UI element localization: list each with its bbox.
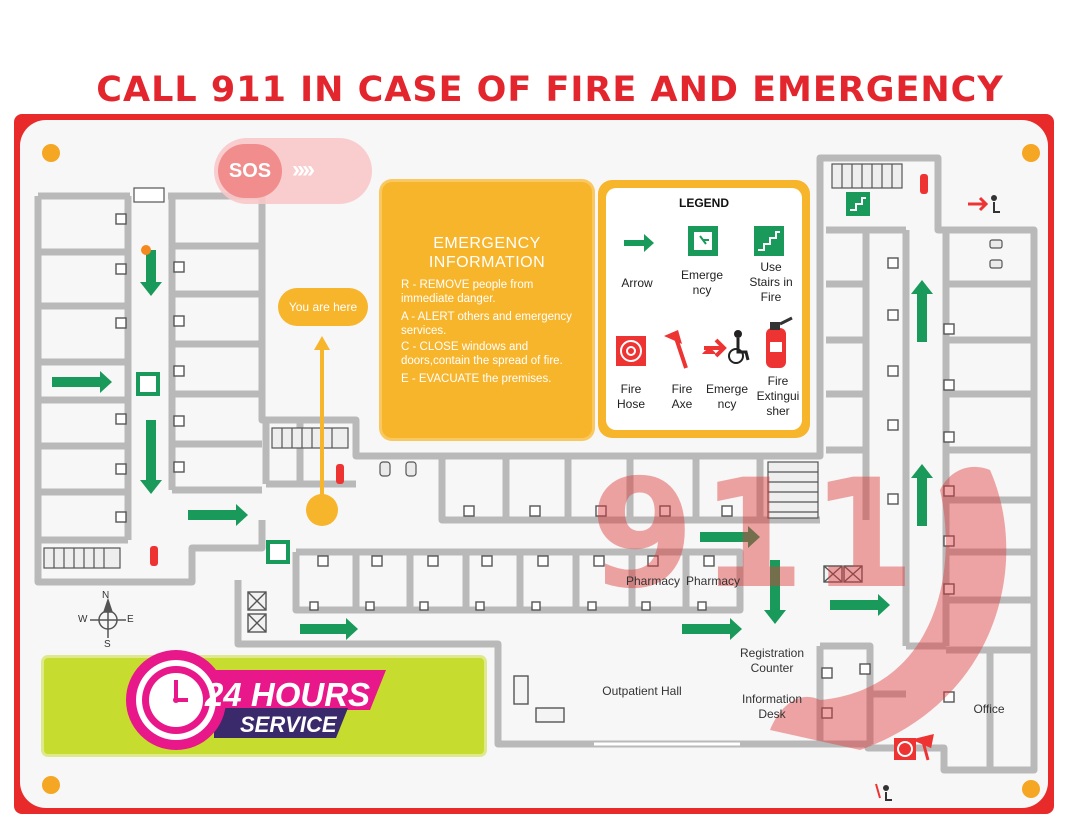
emergency-icon [702,330,750,364]
arrow-icon [624,234,654,252]
step-remove: R - REMOVE people from immediate danger. [401,279,534,305]
emergency-exit-icon [688,226,718,256]
corner-bolt [42,144,60,162]
step-close: C - CLOSE windows and doors,contain the … [401,341,563,367]
watermark-911: 911 [590,448,922,622]
emergency-info-title: EMERGENCY INFORMATION [428,235,546,271]
fire-hose-icon [616,336,646,366]
compass-icon [90,597,126,638]
fire-extinguisher-icon [766,316,793,368]
step-alert: A - ALERT others and emergency services. [401,311,572,337]
phone-watermark-icon [770,466,1007,750]
room-label-pharmacy: Pharmacy [625,574,681,588]
banner-hours: 24 HOURS [205,676,371,713]
fire-axe-icon [664,330,688,369]
compass-north: N [102,590,110,601]
legend-icons [616,226,793,369]
room-label-office: Office [973,702,1005,716]
compass-west: W [78,614,88,625]
corner-bolt [42,776,60,794]
stairs-icon [754,226,784,256]
fire-axe-icon [911,733,934,761]
service-badge [126,650,386,750]
exit-sign-icon [136,192,870,564]
sos-arrows: ›››› [292,156,315,183]
room-label-pharmacy: Pharmacy [685,574,741,588]
fire-hose-icon [894,738,916,760]
compass-east: E [127,614,134,625]
fire-extinguisher-icon [150,174,928,566]
legend-label-arrow: Arrow [621,276,653,290]
corner-bolt [1022,780,1040,798]
you-are-here-marker: You are here [278,288,368,326]
corner-bolt [1022,144,1040,162]
emergency-icon [968,195,1000,213]
evacuation-arrows [52,250,933,640]
banner-service: SERVICE [240,712,337,737]
stairs-icon [43,547,121,569]
compass-south: S [104,639,111,650]
headline: CALL 911 IN CASE OF FIRE AND EMERGENCY [96,70,1004,110]
sos-label: SOS [218,144,282,198]
room-label-outpatient: Outpatient Hall [602,684,682,698]
step-evacuate: E - EVACUATE the premises. [401,373,552,385]
emergency-info-panel [382,182,592,438]
legend-title: LEGEND [678,196,729,210]
clock-icon [149,673,203,727]
